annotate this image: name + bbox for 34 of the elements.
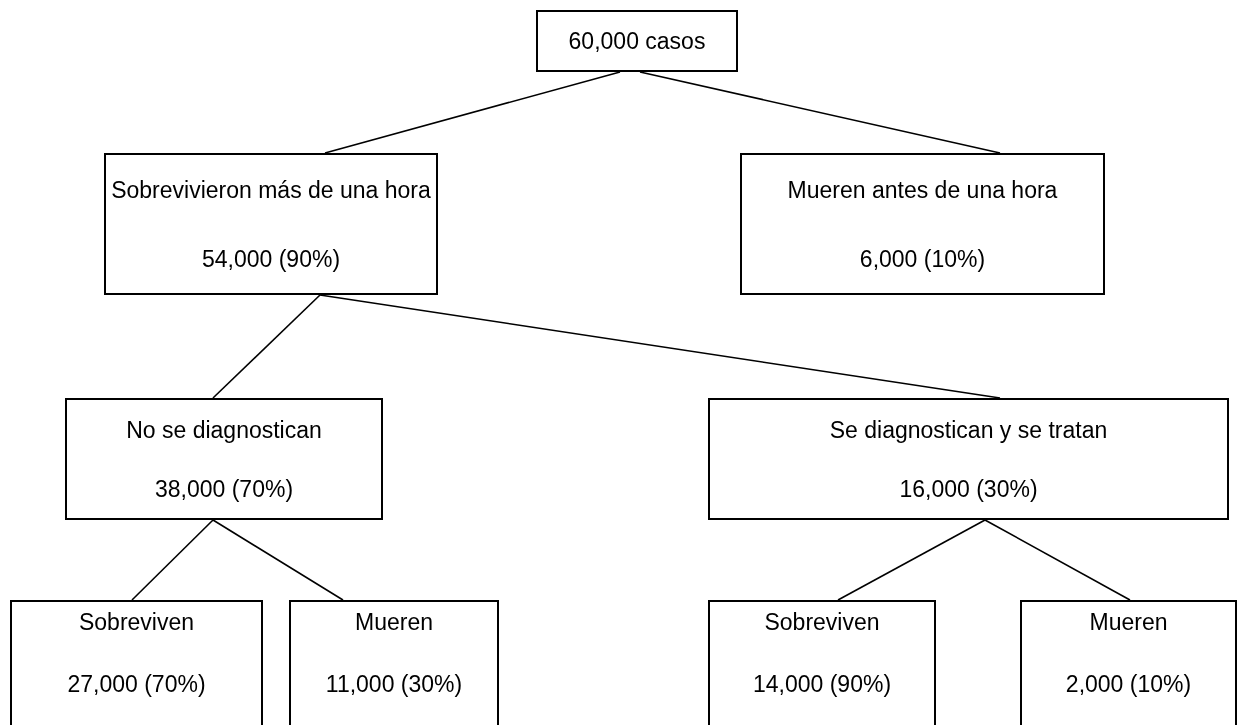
connector-line xyxy=(639,71,1001,154)
box-heading: No se diagnostican xyxy=(126,415,322,444)
connector-line xyxy=(212,519,344,601)
tree-box xyxy=(289,600,499,725)
tree-box xyxy=(1020,600,1237,725)
case-count: 16,000 (30%) xyxy=(899,474,1038,503)
box-heading: 60,000 casos xyxy=(568,27,706,55)
box-heading: Mueren antes de una hora xyxy=(787,175,1058,204)
box-heading: Se diagnostican y se tratan xyxy=(829,415,1108,444)
tree-box xyxy=(708,398,1229,520)
box-heading: Mueren xyxy=(355,608,433,636)
case-count: 2,000 (10%) xyxy=(1065,670,1192,698)
tree-box xyxy=(536,10,738,72)
tree-box xyxy=(740,153,1105,295)
case-count: 27,000 (70%) xyxy=(67,670,206,698)
box-heading: Sobrevivieron más de una hora xyxy=(111,175,431,204)
case-count: 6,000 (10%) xyxy=(859,244,986,273)
case-count: 38,000 (70%) xyxy=(154,474,294,503)
connector-line xyxy=(837,519,986,601)
tree-box xyxy=(104,153,438,295)
case-count: 11,000 (30%) xyxy=(325,670,463,698)
tree-box xyxy=(10,600,263,725)
box-heading: Sobreviven xyxy=(78,608,195,636)
case-count: 54,000 (90%) xyxy=(201,244,341,273)
box-heading: Mueren xyxy=(1089,608,1168,636)
case-count: 14,000 (90%) xyxy=(752,670,892,698)
tree-box xyxy=(708,600,936,725)
connector-line xyxy=(131,519,214,601)
box-heading: Sobreviven xyxy=(764,608,880,636)
connector-line xyxy=(984,519,1131,601)
tree-box xyxy=(65,398,383,520)
connector-line xyxy=(212,294,321,399)
connector-line xyxy=(319,294,1001,399)
connector-line xyxy=(324,71,621,154)
